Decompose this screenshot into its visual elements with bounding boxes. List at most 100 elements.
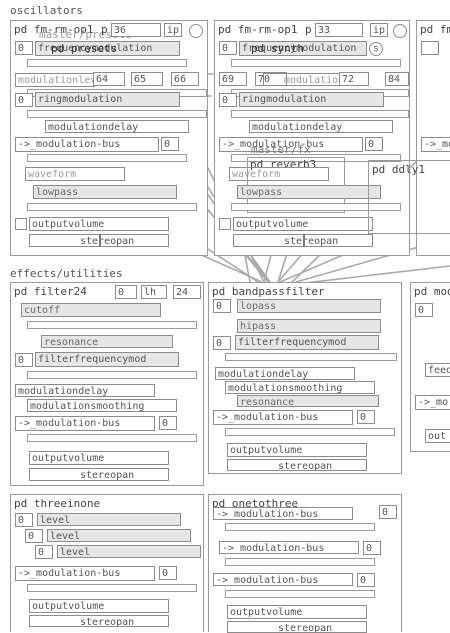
bandpass-stereopan[interactable]: stereopan: [227, 459, 367, 471]
osc1-bar4[interactable]: [27, 154, 187, 162]
threeinone-level2[interactable]: level: [47, 529, 191, 542]
ddly-box[interactable]: pd ddly1: [368, 160, 450, 234]
filter24-num[interactable]: 0: [115, 285, 137, 299]
threeinone-level1[interactable]: level: [37, 513, 181, 526]
osc1-ringmod-num[interactable]: 0: [15, 93, 33, 107]
osc2-ring-num-4[interactable]: 84: [385, 72, 409, 86]
osc1-ring-num-0[interactable]: modulationlevel: [15, 73, 95, 87]
filter24-ffm-num[interactable]: 0: [15, 353, 33, 367]
filter24-modbus[interactable]: ->_modulation-bus: [15, 416, 155, 431]
osc1-bar3[interactable]: [27, 110, 207, 118]
bandpass-bar1[interactable]: [225, 353, 397, 361]
bandpass-modbus[interactable]: ->_modulation-bus: [213, 410, 353, 425]
onetothree-bar1[interactable]: [225, 523, 375, 531]
threeinone-level2-num[interactable]: 0: [25, 529, 43, 543]
osc1-ring-num-3[interactable]: 66: [171, 72, 199, 86]
onetothree-modbus3-num[interactable]: 0: [357, 573, 375, 587]
bandpass-moddelay[interactable]: modulationdelay: [215, 367, 355, 380]
onetothree-modbus1-num[interactable]: 0: [379, 505, 397, 519]
onetothree-stereopan[interactable]: stereopan: [227, 621, 367, 633]
filter24-moddelay[interactable]: modulationdelay: [15, 384, 155, 397]
filter24-stereopan[interactable]: stereopan: [29, 468, 169, 481]
osc2-bar1[interactable]: [231, 59, 401, 67]
osc2-bang[interactable]: [393, 24, 407, 38]
osc2-ringmod-num[interactable]: 0: [219, 93, 237, 107]
threeinone-level3-num[interactable]: 0: [35, 545, 53, 559]
onetothree-modbus3[interactable]: ->_modulation-bus: [213, 573, 353, 586]
osc1-ring-num-2[interactable]: 65: [131, 72, 163, 86]
onetothree-modbus2[interactable]: ->_modulation-bus: [219, 541, 359, 554]
threeinone-bar[interactable]: [27, 584, 197, 592]
bandpass-filterfreqmod[interactable]: filterfrequencymod: [235, 335, 379, 350]
osc2-output-toggle[interactable]: [219, 218, 231, 230]
filter24-filterfreqmod[interactable]: filterfrequencymod: [35, 352, 179, 367]
bandpass-modsmoothing[interactable]: modulationsmoothing: [225, 381, 375, 394]
osc2-waveform[interactable]: waveform: [229, 167, 329, 181]
osc1-ringmod-slider[interactable]: ringmodulation: [35, 92, 180, 107]
bandpass-outputvolume[interactable]: outputvolume: [227, 443, 367, 457]
osc2-moddelay[interactable]: modulationdelay: [249, 120, 393, 133]
osc1-p-number[interactable]: 36: [111, 23, 161, 37]
mod3-module[interactable]: pd mod 0 feed ->_mo out: [410, 282, 450, 452]
filter24-outputvolume[interactable]: outputvolume: [29, 451, 169, 465]
osc1-modbus[interactable]: ->_modulation-bus: [15, 137, 159, 152]
osc1-lowpass[interactable]: lowpass: [33, 185, 177, 199]
threeinone-level3[interactable]: level: [57, 545, 201, 558]
bandpass-hipass[interactable]: hipass: [237, 319, 381, 333]
osc2-p-number[interactable]: 33: [315, 23, 363, 37]
osc1-ip-box[interactable]: ip: [164, 23, 182, 37]
mod3-out[interactable]: out: [425, 429, 450, 443]
osc1-output-toggle[interactable]: [15, 218, 27, 230]
osc1-bang[interactable]: [189, 24, 203, 38]
bandpass-lopass[interactable]: lopass: [237, 299, 381, 313]
bandpass-bar2[interactable]: [225, 428, 395, 436]
osc2-outputvolume[interactable]: outputvolume: [233, 217, 373, 231]
osc2-s-bang[interactable]: s: [369, 42, 383, 56]
mod3-feed[interactable]: feed: [425, 363, 450, 377]
osc2-modbus-num[interactable]: 0: [365, 137, 383, 151]
onetothree-module[interactable]: pd onetothree ->_modulation-bus 0 ->_mod…: [208, 494, 402, 633]
bandpass-modbus-num[interactable]: 0: [357, 410, 375, 424]
filter24-module[interactable]: pd filter24 0 lh 24 cutoff resonance 0 f…: [10, 282, 204, 486]
filter24-cutoff[interactable]: cutoff: [21, 303, 161, 317]
osc2-bar4[interactable]: [231, 154, 401, 162]
osc1-bar1[interactable]: [27, 59, 187, 67]
osc2-ring-num-3[interactable]: 72: [339, 72, 369, 86]
osc2-module[interactable]: pd fm-rm-op1 p 33 ip 0 frequencymodulati…: [214, 20, 410, 256]
threeinone-modbus-num[interactable]: 0: [159, 566, 177, 580]
osc2-bar3[interactable]: [231, 110, 409, 118]
onetothree-outputvolume[interactable]: outputvolume: [227, 605, 367, 619]
osc2-freqmod-num[interactable]: 0: [219, 41, 237, 55]
osc1-outputvolume[interactable]: outputvolume: [29, 217, 169, 231]
onetothree-modbus1[interactable]: ->_modulation-bus: [213, 507, 353, 520]
osc2-ring-num-0[interactable]: 69: [219, 72, 247, 86]
osc2-ip-box[interactable]: ip: [370, 23, 388, 37]
osc2-freqmod-slider[interactable]: frequencymodulation: [239, 41, 367, 56]
filter24-bar1[interactable]: [27, 321, 197, 329]
threeinone-level1-num[interactable]: 0: [15, 513, 33, 527]
onetothree-modbus2-num[interactable]: 0: [363, 541, 381, 555]
onetothree-bar3[interactable]: [225, 590, 375, 598]
threeinone-module[interactable]: pd threeinone 0 level 0 level 0 level ->…: [10, 494, 204, 632]
bandpass-module[interactable]: pd bandpassfilter 0 lopass hipass 0 filt…: [208, 282, 402, 474]
osc1-bar5[interactable]: [27, 203, 197, 211]
threeinone-outputvolume[interactable]: outputvolume: [29, 599, 169, 613]
filter24-resonance[interactable]: resonance: [41, 335, 173, 348]
osc1-waveform[interactable]: waveform: [25, 167, 125, 181]
threeinone-modbus[interactable]: ->_modulation-bus: [15, 566, 155, 581]
threeinone-stereopan[interactable]: stereopan: [29, 615, 169, 627]
osc2-lowpass[interactable]: lowpass: [237, 185, 381, 199]
osc1-moddelay[interactable]: modulationdelay: [45, 120, 189, 133]
bandpass-ffm-num[interactable]: 0: [213, 336, 231, 350]
filter24-bar2[interactable]: [27, 371, 197, 379]
osc1-freqmod-num[interactable]: 0: [15, 41, 33, 55]
filter24-24[interactable]: 24: [173, 285, 201, 299]
osc1-modbus-num[interactable]: 0: [161, 137, 179, 151]
osc2-bar5[interactable]: [231, 203, 401, 211]
osc1-freqmod-slider[interactable]: frequencymodulation: [35, 41, 180, 56]
osc2-modbus[interactable]: ->_modulation-bus: [219, 137, 363, 152]
filter24-lh[interactable]: lh: [141, 285, 167, 299]
osc3-num[interactable]: [421, 41, 439, 55]
osc3-module[interactable]: pd fm ->_modulation-bus: [416, 20, 450, 256]
osc1-module[interactable]: pd fm-rm-op1 master/presets p 36 ip 0 fr…: [10, 20, 208, 256]
